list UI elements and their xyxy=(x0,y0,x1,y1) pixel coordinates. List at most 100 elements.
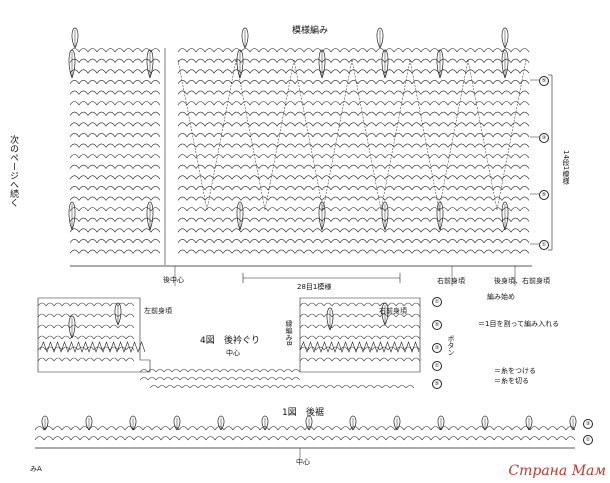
shell-stitch xyxy=(146,49,154,79)
stitch-arc-row xyxy=(177,239,530,243)
label-hem-a: みA xyxy=(30,465,42,473)
stitch-arc-row xyxy=(177,90,530,95)
main-pattern-panel xyxy=(68,27,532,267)
shell-stitch xyxy=(68,315,76,339)
stitch-arc-row xyxy=(69,249,161,254)
continued-note: 次のページへ続く xyxy=(8,135,18,207)
label-center-a: 中心 xyxy=(226,349,240,357)
watermark-text: Страна Мам xyxy=(508,463,606,479)
stitch-arc-row xyxy=(177,207,530,212)
stitch-arc-row xyxy=(299,324,421,329)
shell-stitch xyxy=(393,415,401,431)
shell-stitch xyxy=(318,49,326,79)
shell-stitch xyxy=(436,201,444,231)
stitch-arc-row xyxy=(177,196,530,201)
label-repeat: 28目1模様 xyxy=(297,283,332,291)
small-marker-3: ③ xyxy=(432,343,442,353)
shell-stitch xyxy=(381,302,389,326)
stitch-arc-row xyxy=(69,143,161,148)
label-right-front-2: 右前身頃 xyxy=(379,307,407,315)
diagonal-stitch xyxy=(438,59,469,211)
stitch-arc-row xyxy=(177,48,530,53)
shell-stitch xyxy=(41,415,49,431)
stitch-arc-row xyxy=(34,436,576,441)
shell-stitch xyxy=(349,415,357,431)
shell-stitch xyxy=(481,415,489,431)
stitch-arc-row xyxy=(177,122,530,127)
shell-stitch xyxy=(525,415,533,431)
stitch-arc-row xyxy=(69,164,161,169)
panel-outline xyxy=(299,297,421,373)
legend-bead-note: ＝1目を割って編み入れる xyxy=(478,320,560,328)
stitch-arc-row xyxy=(69,217,161,222)
stitch-arc-row xyxy=(177,164,530,169)
label-fig4-title: 後衿ぐり xyxy=(224,336,261,346)
label-fig1: 1図 xyxy=(282,408,297,418)
label-back-right-front: 後身頃、右前身頃 xyxy=(494,277,550,285)
stitch-arc-row xyxy=(37,302,135,307)
shell-stitch xyxy=(381,49,389,79)
stitch-arc-row xyxy=(37,357,135,362)
stitch-arc-row xyxy=(177,80,530,84)
stitch-arc-row xyxy=(34,426,576,431)
label-center-b: 中心 xyxy=(296,458,310,466)
stitch-arc-row xyxy=(139,369,301,373)
stitch-arc-row xyxy=(177,133,530,137)
stitch-arc-row xyxy=(299,302,421,307)
shell-stitch xyxy=(236,49,244,79)
label-back-center: 後中心 xyxy=(163,276,184,284)
stitch-arc-row xyxy=(69,228,161,233)
label-fig4: 4図 xyxy=(200,336,215,346)
shell-stitch xyxy=(241,27,249,49)
stitch-arc-row xyxy=(177,186,530,190)
stitch-arc-row xyxy=(177,175,530,180)
diagonal-stitch xyxy=(177,59,208,211)
zigzag-stitch xyxy=(299,341,420,353)
stitch-arc-row xyxy=(177,228,530,233)
stitch-arc-row xyxy=(177,69,530,74)
stitch-arc-row xyxy=(177,154,530,159)
shell-stitch xyxy=(569,415,577,431)
stitch-arc-row xyxy=(37,313,135,318)
stitch-arc-row xyxy=(299,357,421,362)
shell-stitch xyxy=(68,201,76,231)
stitch-arc-row xyxy=(69,207,161,212)
shell-stitch xyxy=(146,201,154,231)
label-button: ボタン xyxy=(447,335,455,356)
shell-stitch xyxy=(318,201,326,231)
small-marker-1: ① xyxy=(432,297,442,307)
stitch-arc-row xyxy=(177,58,530,63)
stitch-arc-row xyxy=(69,80,161,84)
small-marker-6: ③ xyxy=(583,419,593,429)
stitch-arc-row xyxy=(139,377,301,381)
shell-stitch xyxy=(305,415,313,431)
stitch-arc-row xyxy=(69,58,161,63)
shell-stitch xyxy=(381,201,389,231)
small-marker-5: ⑤ xyxy=(432,379,442,389)
shell-stitch xyxy=(217,415,225,431)
stitch-arc-row xyxy=(69,175,161,180)
label-left-front: 左前身頃 xyxy=(144,307,172,315)
stitch-arc-row xyxy=(69,196,161,201)
row-marker-3: ⑤ xyxy=(539,190,549,200)
stitch-arc-row xyxy=(69,101,161,106)
small-marker-2: ⑤ xyxy=(432,320,442,330)
shell-stitch xyxy=(437,415,445,431)
stitch-arc-row xyxy=(69,239,161,243)
stitch-arc-row xyxy=(177,249,530,254)
stitch-arc-row xyxy=(69,111,161,116)
shell-stitch xyxy=(236,201,244,231)
row-marker-4: ① xyxy=(539,240,549,250)
label-row-repeat: 14段1模様 xyxy=(562,150,570,185)
legend-cut-yarn: ＝糸を切る xyxy=(494,377,529,385)
small-marker-7: ① xyxy=(583,435,593,445)
shell-stitch xyxy=(114,302,122,326)
stitch-arc-row xyxy=(69,122,161,127)
stitch-arc-row xyxy=(177,111,530,116)
shell-stitch xyxy=(326,307,334,331)
shell-stitch xyxy=(261,415,269,431)
zigzag-stitch xyxy=(39,341,146,353)
stitch-arc-row xyxy=(299,313,421,318)
stitch-arc-row xyxy=(299,335,421,340)
